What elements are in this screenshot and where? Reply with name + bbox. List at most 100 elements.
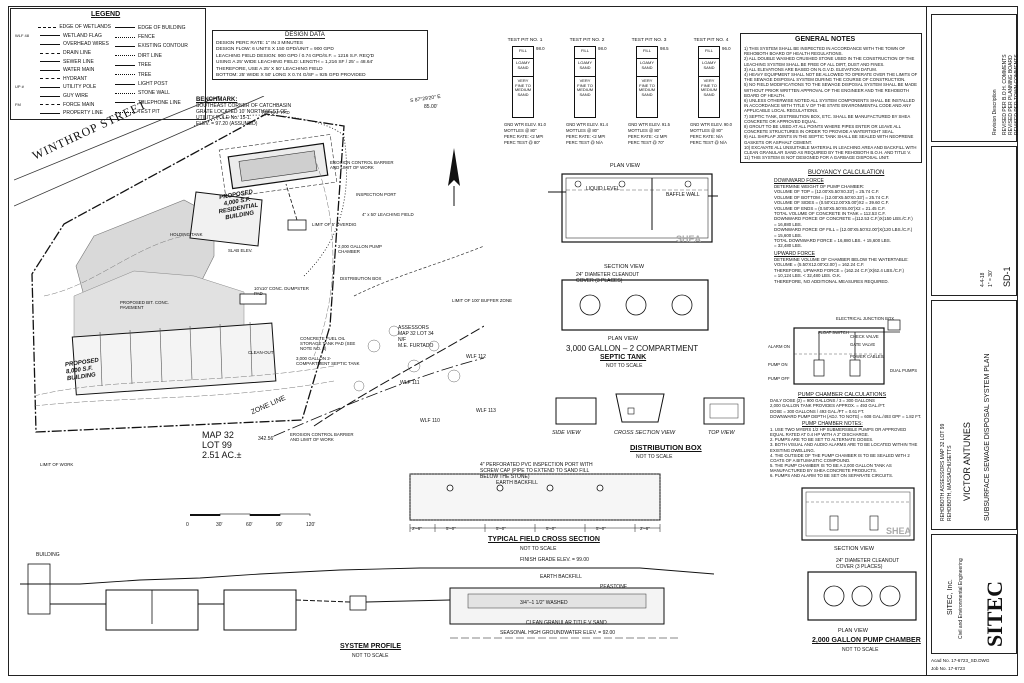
graphic-scale	[190, 513, 311, 516]
test-pit-result: MOTTLES @ 80"	[628, 128, 661, 133]
site-callout: SLAB ELEV.	[228, 248, 253, 253]
revision-table: Revision Description REVISED PER B.O.H. …	[931, 14, 1020, 142]
test-pit-result: MOTTLES @ 80"	[690, 128, 723, 133]
legend-symbol	[40, 95, 60, 97]
test-pit-layer: LOAMY SAND	[513, 59, 533, 77]
septic-nts: NOT TO SCALE	[606, 363, 643, 369]
system-profile	[20, 563, 714, 639]
septic-section-view-label: SECTION VIEW	[604, 264, 645, 270]
legend-label: EXISTING CONTOUR	[138, 43, 188, 50]
field-dimensions: 2'–6"5'–0"5'–0"5'–0"5'–0"2'–6"	[404, 526, 666, 534]
septic-tank-plan	[561, 279, 709, 331]
buoyancy-line: = 15,600 LBS.	[774, 232, 802, 238]
legend-label: STONE WALL	[138, 90, 170, 97]
wetland-flag-label: WLF 112	[466, 354, 486, 360]
profile-dbox	[349, 595, 367, 611]
map-label: MAP 32	[202, 430, 234, 440]
pump-calcs-lines: DAILY DOSE (2) = 900 GALLONS / 3 = 300 G…	[770, 398, 922, 419]
profile-earth-backfill: EARTH BACKFILL	[540, 574, 582, 580]
test-pit-elev: 98.0	[536, 46, 545, 51]
pump-detail-label: PUMP ON	[768, 362, 788, 367]
pump-detail-label: DUAL PUMPS	[890, 368, 918, 373]
abutter-label: ASSESSORS MAP 32 LOT 34 N/F M.E. FURTADO	[398, 325, 434, 349]
force-main	[285, 183, 298, 221]
buoyancy-line: DETERMINE VOLUME OF CHAMBER BELOW THE WA…	[774, 256, 909, 262]
buoyancy-line: = 16,880 LBS.	[774, 221, 802, 227]
septic-cleanout-label: 24" DIAMETER CLEANOUT COVER (3 PLACES)	[576, 272, 640, 284]
profile-groundwater-label: SEASONAL HIGH GROUNDWATER ELEV. = 92.00	[500, 630, 616, 636]
pump-plan-view-label: PLAN VIEW	[838, 628, 868, 634]
pump-note: 3. BOTH VISUAL AND AUDIO ALARMS ARE TO B…	[770, 442, 918, 453]
legend-row: TEST PIT	[115, 108, 205, 117]
general-note: 9) ALL SHIPLAP JOINTS IN THE SEPTIC TANK…	[744, 134, 914, 145]
test-pit-layer: VERY FINE TO MEDIUM SAND	[700, 78, 718, 97]
design-data-line: USING A 25' WIDE LEACHING FIELD: LENGTH …	[216, 60, 374, 66]
pump-chamber-section	[801, 487, 915, 541]
test-pit-layer: LOAMY SAND	[575, 59, 595, 77]
abutter-line: MAP 32 LOT 34	[398, 331, 434, 337]
typical-field-section	[409, 473, 661, 532]
test-pit-result: PERC TEST @ 80"	[504, 140, 541, 145]
client-name: VICTOR ANTUNES	[962, 422, 972, 501]
finish-grade-line	[20, 567, 714, 585]
existing-contours	[33, 155, 335, 407]
scale-date-table: SD-1 1" = 30' 4-4-18	[931, 146, 1017, 296]
revision-item: REVISED PER TOWN COMMENTS	[1014, 54, 1020, 135]
pump-chamber	[287, 219, 307, 231]
dbox-title: DISTRIBUTION BOX	[630, 443, 702, 452]
legend-row: EDGE OF BUILDING	[115, 23, 205, 32]
pump-calc-line: DOSE = 300 GALLONS / 493 GAL./FT = 0.61 …	[770, 408, 865, 414]
project-box: SUBSURFACE SEWAGE DISPOSAL SYSTEM PLAN V…	[931, 300, 1017, 530]
title-block: Revision Description REVISED PER B.O.H. …	[926, 6, 1020, 676]
pump-calc-line: 2,000 GALLON TANK PROVIDES APPROX. = 493…	[770, 403, 886, 409]
legend-symbol	[115, 74, 135, 76]
field-earth-backfill: EARTH BACKFILL	[496, 480, 538, 486]
septic-plan-view-label: PLAN VIEW	[608, 336, 638, 342]
test-pit-title: TEST PIT NO. 4	[693, 38, 729, 43]
wetland-flag-label: WLF 113	[476, 408, 496, 414]
buoyancy-line: = 32,480 LBS.	[774, 243, 802, 249]
site-plan	[14, 96, 484, 516]
legend-symbol	[115, 102, 135, 104]
abutter-line: N/F	[398, 337, 407, 343]
buoyancy-line: THEREFORE, UPWARD FORCE = (162.24 C.F.)X…	[774, 267, 904, 273]
buoyancy-line: TOTAL VOLUME OF CONCRETE IN TANK = 112.5…	[774, 211, 886, 217]
buoyancy-downward: DOWNWARD FORCE	[774, 178, 824, 184]
legend-label: WETLAND FLAG	[63, 32, 102, 39]
site-callout: PROPOSED BIT. CONC. PAVEMENT	[120, 300, 170, 310]
pump-detail-label: ELECTRICAL JUNCTION BOX	[836, 316, 895, 321]
test-pit-elev: 98.0	[598, 46, 607, 51]
overdig-limit	[218, 134, 338, 198]
pump-note: 2. PUMPS ARE TO BE SET TO ALTERNATE DOSE…	[770, 437, 874, 443]
test-pit-result: GND WTR ELEV. 90.0	[690, 122, 732, 127]
buoyancy-title: BUOYANCY CALCULATION	[808, 170, 885, 176]
legend-label: TREE	[138, 71, 152, 78]
legend-label: GUY WIRE	[63, 93, 89, 100]
legend-symbol	[40, 35, 60, 37]
pump-detail-label: ALARM ON	[768, 344, 790, 349]
field-dimension: 5'–0"	[446, 526, 456, 531]
pump-chamber-nts: NOT TO SCALE	[842, 647, 879, 653]
profile-washed-stone: 3/4"–1 1/2" WASHED	[520, 600, 568, 606]
profile-clean-sand: CLEAN GRANULAR TITLE V SAND	[526, 620, 607, 626]
site-callout: EROSION CONTROL BARRIER AND LIMIT OF WOR…	[290, 432, 354, 442]
legend-row: GUY WIRE	[15, 92, 111, 101]
profile-finish-grade: FINISH GRADE ELEV. = 99.00	[520, 557, 589, 563]
test-pit-layer: FILL	[575, 47, 595, 59]
pump-calc-line: DOWNWARD PUMP DEPTH (ADJ. TO NOTE) = 608…	[770, 413, 922, 419]
pump-detail-label: POWER CABLES	[850, 354, 884, 359]
test-pit-layer: VERY FINE TO MEDIUM SAND	[576, 78, 594, 97]
company-subtitle: Civil and Environmental Engineering	[958, 558, 964, 639]
test-pit-layer: LOAMY SAND	[699, 59, 719, 77]
legend-code: UP #	[15, 84, 24, 90]
design-data-title: DESIGN DATA	[285, 32, 325, 39]
legend-symbol	[40, 112, 60, 114]
pump-cleanout-label: 24" DIAMETER CLEANOUT COVER (3 PLACES)	[836, 558, 900, 570]
test-pit-result: GND WTR ELEV. 91.0	[504, 122, 546, 127]
legend-symbol	[40, 78, 60, 80]
legend-label: HYDRANT	[63, 75, 88, 82]
